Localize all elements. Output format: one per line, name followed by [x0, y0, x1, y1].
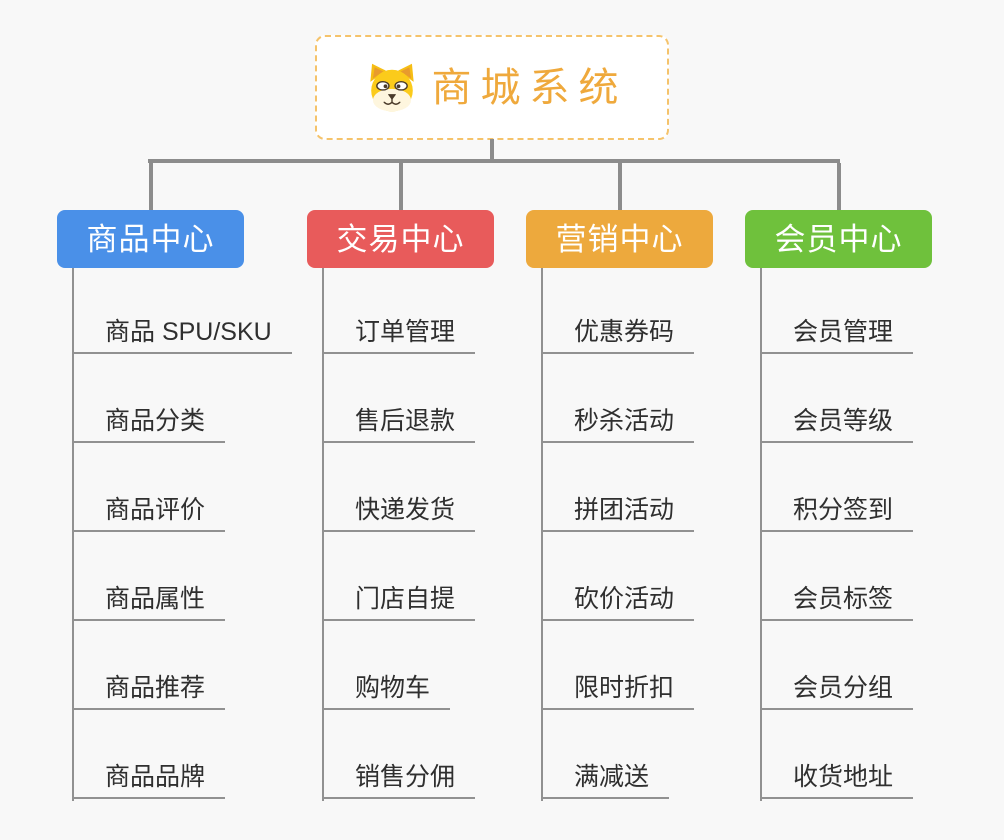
leaf-node[interactable]: 商品品牌	[72, 757, 226, 799]
leaf-node[interactable]: 会员分组	[760, 668, 914, 710]
leaf-node[interactable]: 砍价活动	[541, 579, 695, 621]
branch-node-2[interactable]: 营销中心	[526, 210, 713, 268]
leaf-node[interactable]: 满减送	[541, 757, 670, 799]
leaf-node[interactable]: 会员等级	[760, 401, 914, 443]
branch-label: 交易中心	[336, 221, 465, 257]
leaf-node[interactable]: 商品评价	[72, 490, 226, 532]
leaf-node[interactable]: 会员管理	[760, 312, 914, 354]
branch-node-0[interactable]: 商品中心	[57, 210, 244, 268]
leaf-node[interactable]: 门店自提	[322, 579, 476, 621]
leaf-node[interactable]: 商品属性	[72, 579, 226, 621]
leaf-node[interactable]: 优惠券码	[541, 312, 695, 354]
root-node[interactable]: 商城系统	[315, 35, 669, 140]
branch-label: 会员中心	[774, 221, 903, 257]
branch-trunk-line	[760, 268, 762, 801]
leaf-node[interactable]: 快递发货	[322, 490, 476, 532]
branch-node-1[interactable]: 交易中心	[307, 210, 494, 268]
root-title: 商城系统	[431, 65, 628, 110]
leaf-node[interactable]: 商品 SPU/SKU	[72, 312, 292, 354]
branch-drop-line	[617, 163, 622, 210]
leaf-node[interactable]: 秒杀活动	[541, 401, 695, 443]
leaf-node[interactable]: 售后退款	[322, 401, 476, 443]
branch-trunk-line	[322, 268, 324, 801]
branch-drop-line	[398, 163, 403, 210]
branch-drop-line	[836, 163, 841, 210]
branch-trunk-line	[541, 268, 543, 801]
branch-label: 营销中心	[555, 221, 684, 257]
leaf-node[interactable]: 商品推荐	[72, 668, 226, 710]
branch-drop-line	[148, 163, 153, 210]
root-connector-line	[490, 139, 494, 159]
dog-face-icon	[369, 63, 414, 111]
branch-label: 商品中心	[86, 221, 215, 257]
leaf-node[interactable]: 限时折扣	[541, 668, 695, 710]
leaf-node[interactable]: 购物车	[322, 668, 451, 710]
leaf-node[interactable]: 会员标签	[760, 579, 914, 621]
leaf-node[interactable]: 订单管理	[322, 312, 476, 354]
leaf-node[interactable]: 收货地址	[760, 757, 914, 799]
leaf-node[interactable]: 积分签到	[760, 490, 914, 532]
leaf-node[interactable]: 销售分佣	[322, 757, 476, 799]
branch-trunk-line	[72, 268, 74, 801]
leaf-node[interactable]: 拼团活动	[541, 490, 695, 532]
branch-node-3[interactable]: 会员中心	[745, 210, 932, 268]
leaf-node[interactable]: 商品分类	[72, 401, 226, 443]
branch-bus-line	[148, 159, 840, 163]
